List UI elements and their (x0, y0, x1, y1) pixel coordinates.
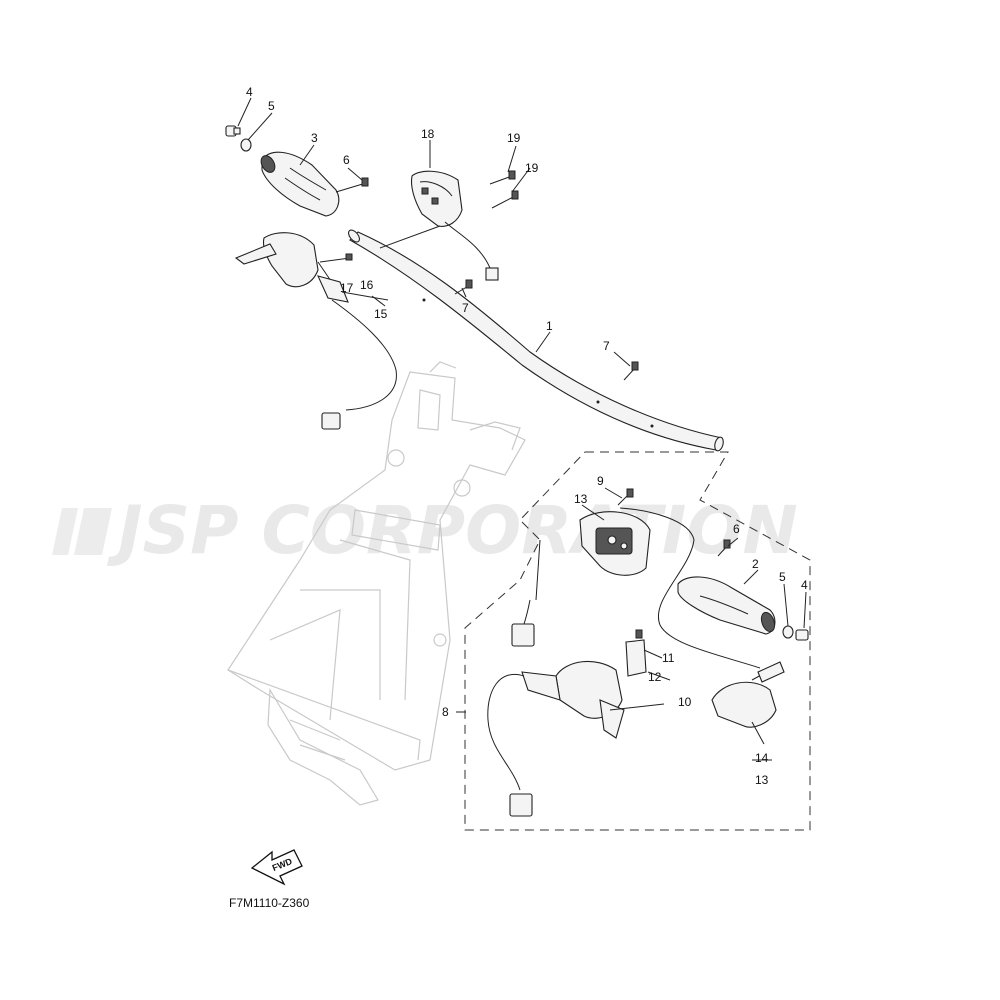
callout-4-left: 4 (246, 85, 253, 99)
callout-16: 16 (360, 278, 374, 292)
callout-14: 14 (755, 751, 769, 765)
callout-19-lower: 19 (525, 161, 539, 175)
callout-5-right: 5 (779, 570, 786, 584)
callout-19-upper: 19 (507, 131, 521, 145)
left-lever-assembly (234, 232, 397, 430)
callout-12: 12 (648, 670, 662, 684)
callout-6-right: 6 (733, 522, 740, 536)
switch-housing-screws (489, 170, 519, 209)
forward-direction-arrow: FWD (250, 849, 303, 886)
right-grip-washer (782, 625, 794, 639)
callout-7-left: 7 (462, 301, 469, 315)
callout-9: 9 (597, 474, 604, 488)
callout-10: 10 (678, 695, 692, 709)
right-switch-assembly (511, 507, 761, 669)
left-grip-end-bolt (225, 125, 241, 137)
left-grip-washer (240, 138, 252, 152)
callout-labels: 4 5 3 6 18 19 19 16 17 15 7 1 7 9 13 6 2… (246, 85, 808, 787)
watermark-text: JSP CORPORATION (107, 492, 798, 569)
switch-kit-boundary (464, 451, 811, 831)
callout-4-right: 4 (801, 578, 808, 592)
callout-3: 3 (311, 131, 318, 145)
callout-1: 1 (546, 319, 553, 333)
left-grip-screw (335, 177, 369, 193)
handlebar-screw-right (623, 361, 639, 381)
callout-15: 15 (374, 307, 388, 321)
callout-11: 11 (662, 651, 675, 665)
steering-column-ghost (227, 361, 526, 806)
lower-switch-unit (711, 661, 785, 728)
callout-8: 8 (442, 705, 449, 719)
left-grip (260, 151, 340, 217)
callout-5-left: 5 (268, 99, 275, 113)
right-grip-end-bolt (795, 629, 809, 641)
right-switch-screw (617, 488, 634, 506)
callout-2: 2 (752, 557, 759, 571)
right-grip (677, 576, 776, 635)
callout-7-right: 7 (603, 339, 610, 353)
callout-18: 18 (421, 127, 435, 141)
watermark-logo: JSP CORPORATION (52, 492, 798, 569)
lever-switch-assembly (487, 629, 647, 817)
upper-switch-housing (379, 170, 499, 281)
leader-lines (237, 97, 807, 761)
callout-6-left: 6 (343, 153, 350, 167)
callout-13-lower: 13 (755, 773, 769, 787)
diagram-code: F7M1110-Z360 (229, 896, 310, 910)
callout-13-upper: 13 (574, 492, 588, 506)
handlebar (348, 229, 724, 452)
callout-17: 17 (340, 281, 354, 295)
